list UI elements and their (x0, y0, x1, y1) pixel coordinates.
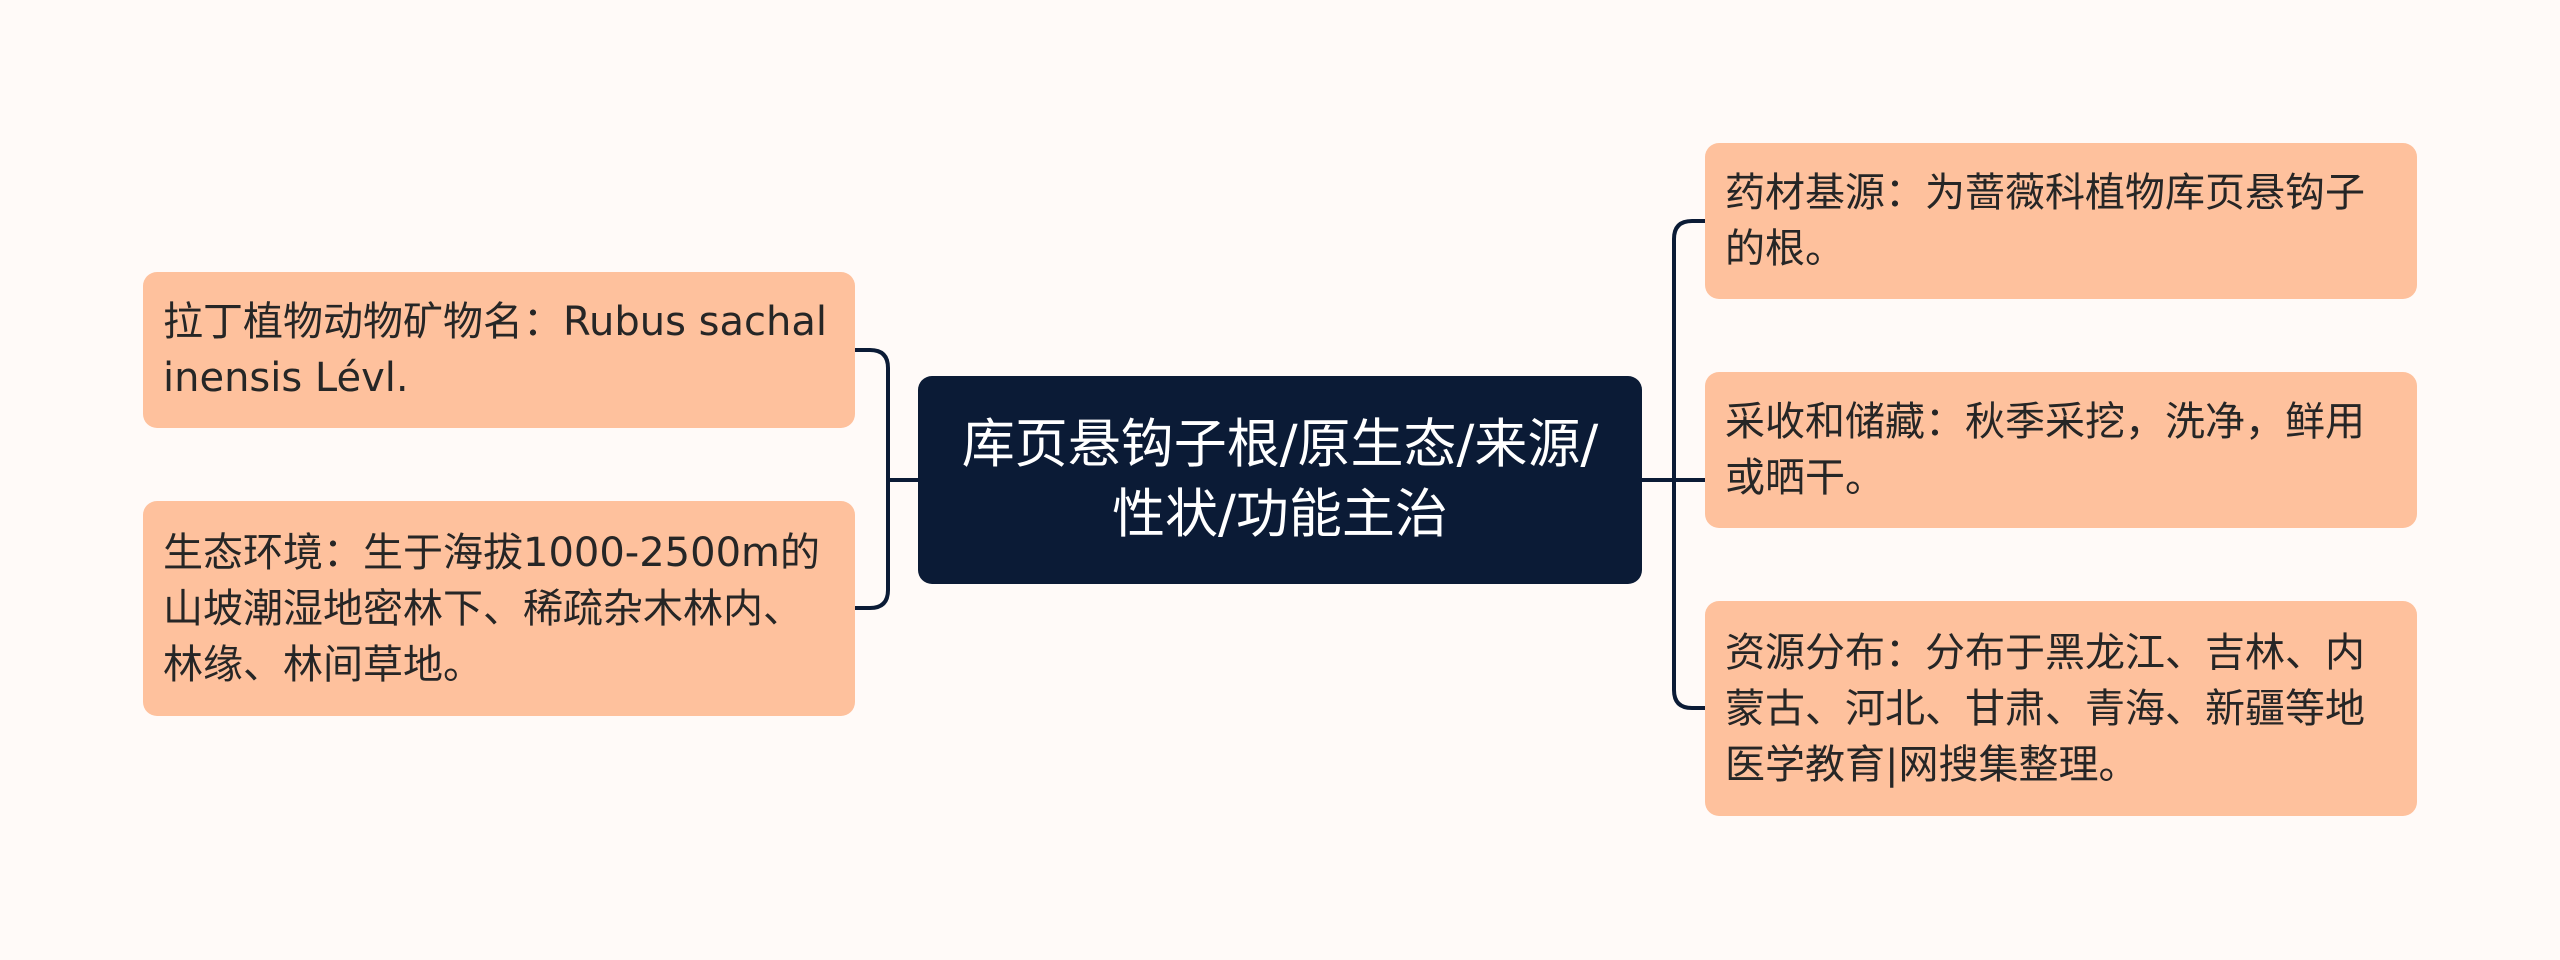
subtopic-harvest-storage-text: 采收和储藏：秋季采挖，洗净，鲜用或晒干。 (1725, 399, 2365, 501)
subtopic-latin-name-text: 拉丁植物动物矿物名：Rubus sachalinensis Lévl. (163, 299, 827, 401)
subtopic-distribution[interactable]: 资源分布：分布于黑龙江、吉林、内蒙古、河北、甘肃、青海、新疆等地医学教育|网搜集… (1705, 601, 2417, 816)
central-topic-text: 库页悬钩子根/原生态/来源/性状/功能主治 (961, 414, 1599, 545)
subtopic-harvest-storage[interactable]: 采收和储藏：秋季采挖，洗净，鲜用或晒干。 (1705, 372, 2417, 528)
subtopic-medicinal-source-text: 药材基源：为蔷薇科植物库页悬钩子的根。 (1725, 170, 2365, 272)
subtopic-latin-name[interactable]: 拉丁植物动物矿物名：Rubus sachalinensis Lévl. (143, 272, 855, 428)
central-topic[interactable]: 库页悬钩子根/原生态/来源/性状/功能主治 (918, 376, 1642, 584)
connector-right-trunk (1672, 219, 1705, 710)
subtopic-distribution-text: 资源分布：分布于黑龙江、吉林、内蒙古、河北、甘肃、青海、新疆等地医学教育|网搜集… (1725, 629, 2365, 788)
subtopic-medicinal-source[interactable]: 药材基源：为蔷薇科植物库页悬钩子的根。 (1705, 143, 2417, 299)
subtopic-habitat-text: 生态环境：生于海拔1000-2500m的山坡潮湿地密林下、稀疏杂木林内、林缘、林… (163, 529, 820, 688)
subtopic-habitat[interactable]: 生态环境：生于海拔1000-2500m的山坡潮湿地密林下、稀疏杂木林内、林缘、林… (143, 501, 855, 716)
connector-left-trunk (855, 348, 890, 610)
